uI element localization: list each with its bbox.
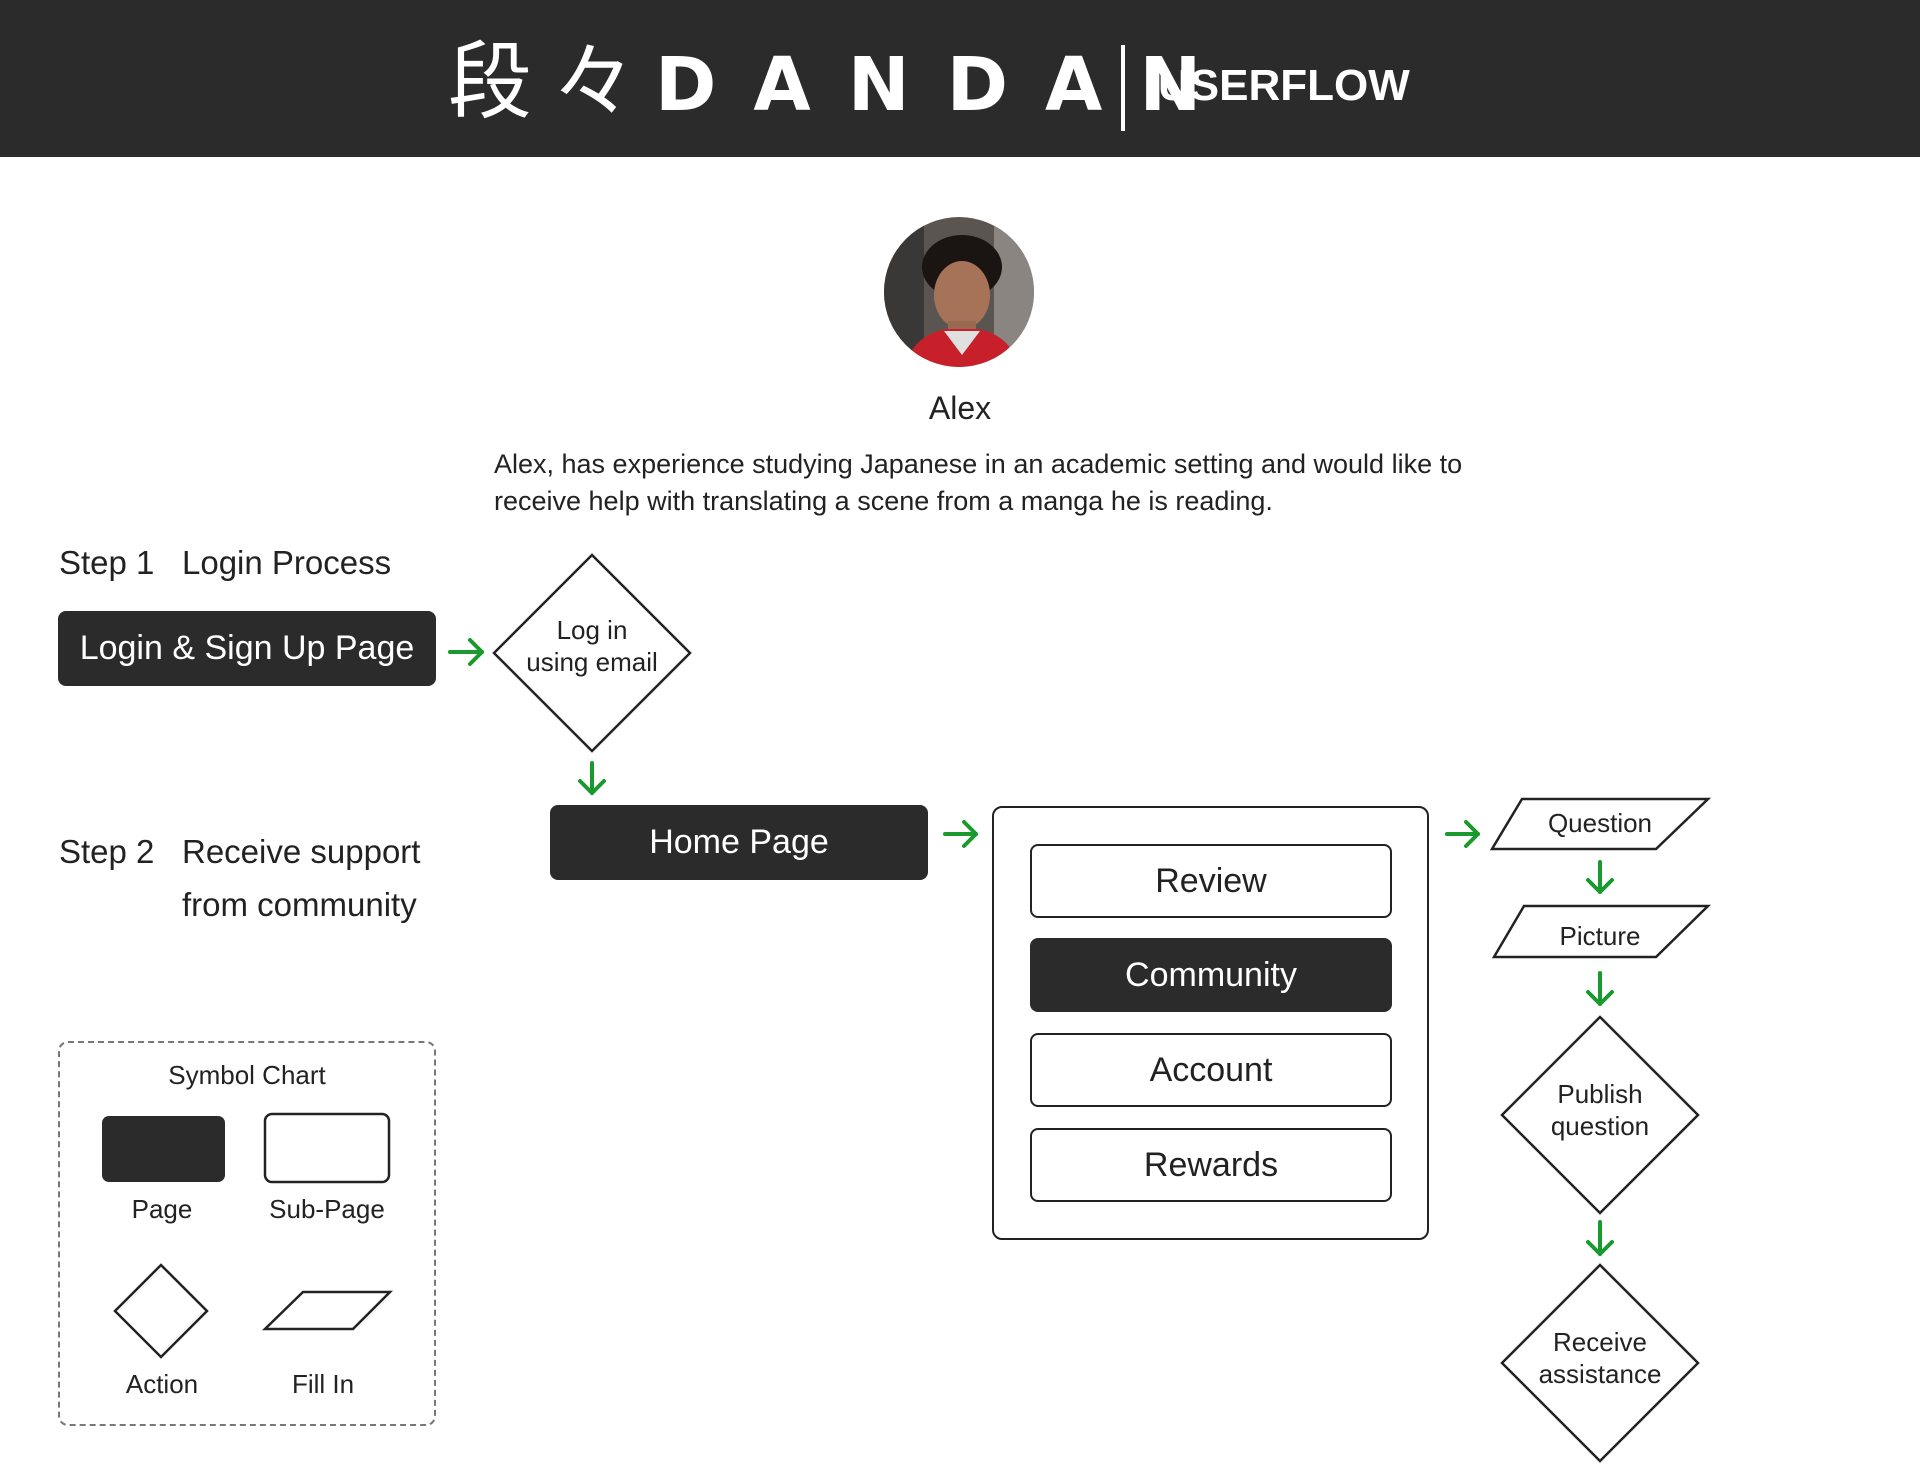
symbol-chart-legend (58, 1041, 436, 1426)
arrow-down-2 (1586, 860, 1614, 894)
publish-line2: question (1550, 1111, 1650, 1141)
step-2-number: Step 2 (59, 833, 155, 870)
arrow-right-2 (943, 820, 978, 848)
persona-name: Alex (928, 390, 992, 426)
receive-line1: Receive (1553, 1327, 1647, 1357)
subpage-community[interactable]: Community (1030, 938, 1392, 1012)
home-subpages-container (992, 806, 1429, 1240)
login-signup-page[interactable]: Login & Sign Up Page (58, 611, 436, 686)
legend-action-label: Action (125, 1369, 199, 1399)
legend-page-label: Page (131, 1194, 193, 1224)
step-2-title-line1: Receive support (182, 833, 421, 870)
picture-label: Picture (1559, 921, 1641, 951)
legend-subpage-label: Sub-Page (269, 1194, 385, 1224)
legend-action-symbol (113, 1263, 209, 1359)
picture-fill-shape (1491, 904, 1712, 959)
persona-description: Alex, has experience studying Japanese i… (494, 449, 1463, 516)
legend-page-symbol (102, 1116, 225, 1182)
persona-avatar (884, 217, 1034, 367)
step-1-number: Step 1 (59, 544, 155, 581)
question-label: Question (1547, 808, 1653, 838)
brand-kanji: 段々 (448, 33, 657, 131)
question-fill-shape (1489, 797, 1712, 851)
legend-fillin-symbol (261, 1290, 394, 1331)
legend-fillin-label: Fill In (291, 1369, 355, 1399)
login-action-line1: Log in (556, 615, 628, 645)
header-divider (1121, 45, 1125, 131)
home-page[interactable]: Home Page (550, 805, 928, 880)
login-action-diamond (492, 553, 692, 753)
arrow-down-1 (578, 761, 606, 795)
brand-wordmark: DANDAN (655, 42, 1239, 128)
legend-subpage-symbol (263, 1112, 391, 1184)
step-1-title: Login Process (182, 544, 392, 581)
header-bar (0, 0, 1920, 157)
login-action-line2: using email (526, 647, 658, 677)
receive-line2: assistance (1538, 1359, 1662, 1389)
publish-line1: Publish (1557, 1079, 1643, 1109)
receive-action-diamond (1500, 1263, 1700, 1463)
arrow-right-3 (1445, 820, 1480, 848)
section-title: USERFLOW (1158, 61, 1410, 110)
subpage-account[interactable]: Account (1030, 1033, 1392, 1107)
subpage-rewards[interactable]: Rewards (1030, 1128, 1392, 1202)
legend-title: Symbol Chart (168, 1060, 326, 1090)
subpage-review[interactable]: Review (1030, 844, 1392, 918)
arrow-down-4 (1586, 1220, 1614, 1256)
arrow-down-3 (1586, 971, 1614, 1006)
arrow-right-1 (448, 638, 484, 666)
publish-action-diamond (1500, 1015, 1700, 1215)
step-2-title-line2: from community (182, 886, 417, 923)
